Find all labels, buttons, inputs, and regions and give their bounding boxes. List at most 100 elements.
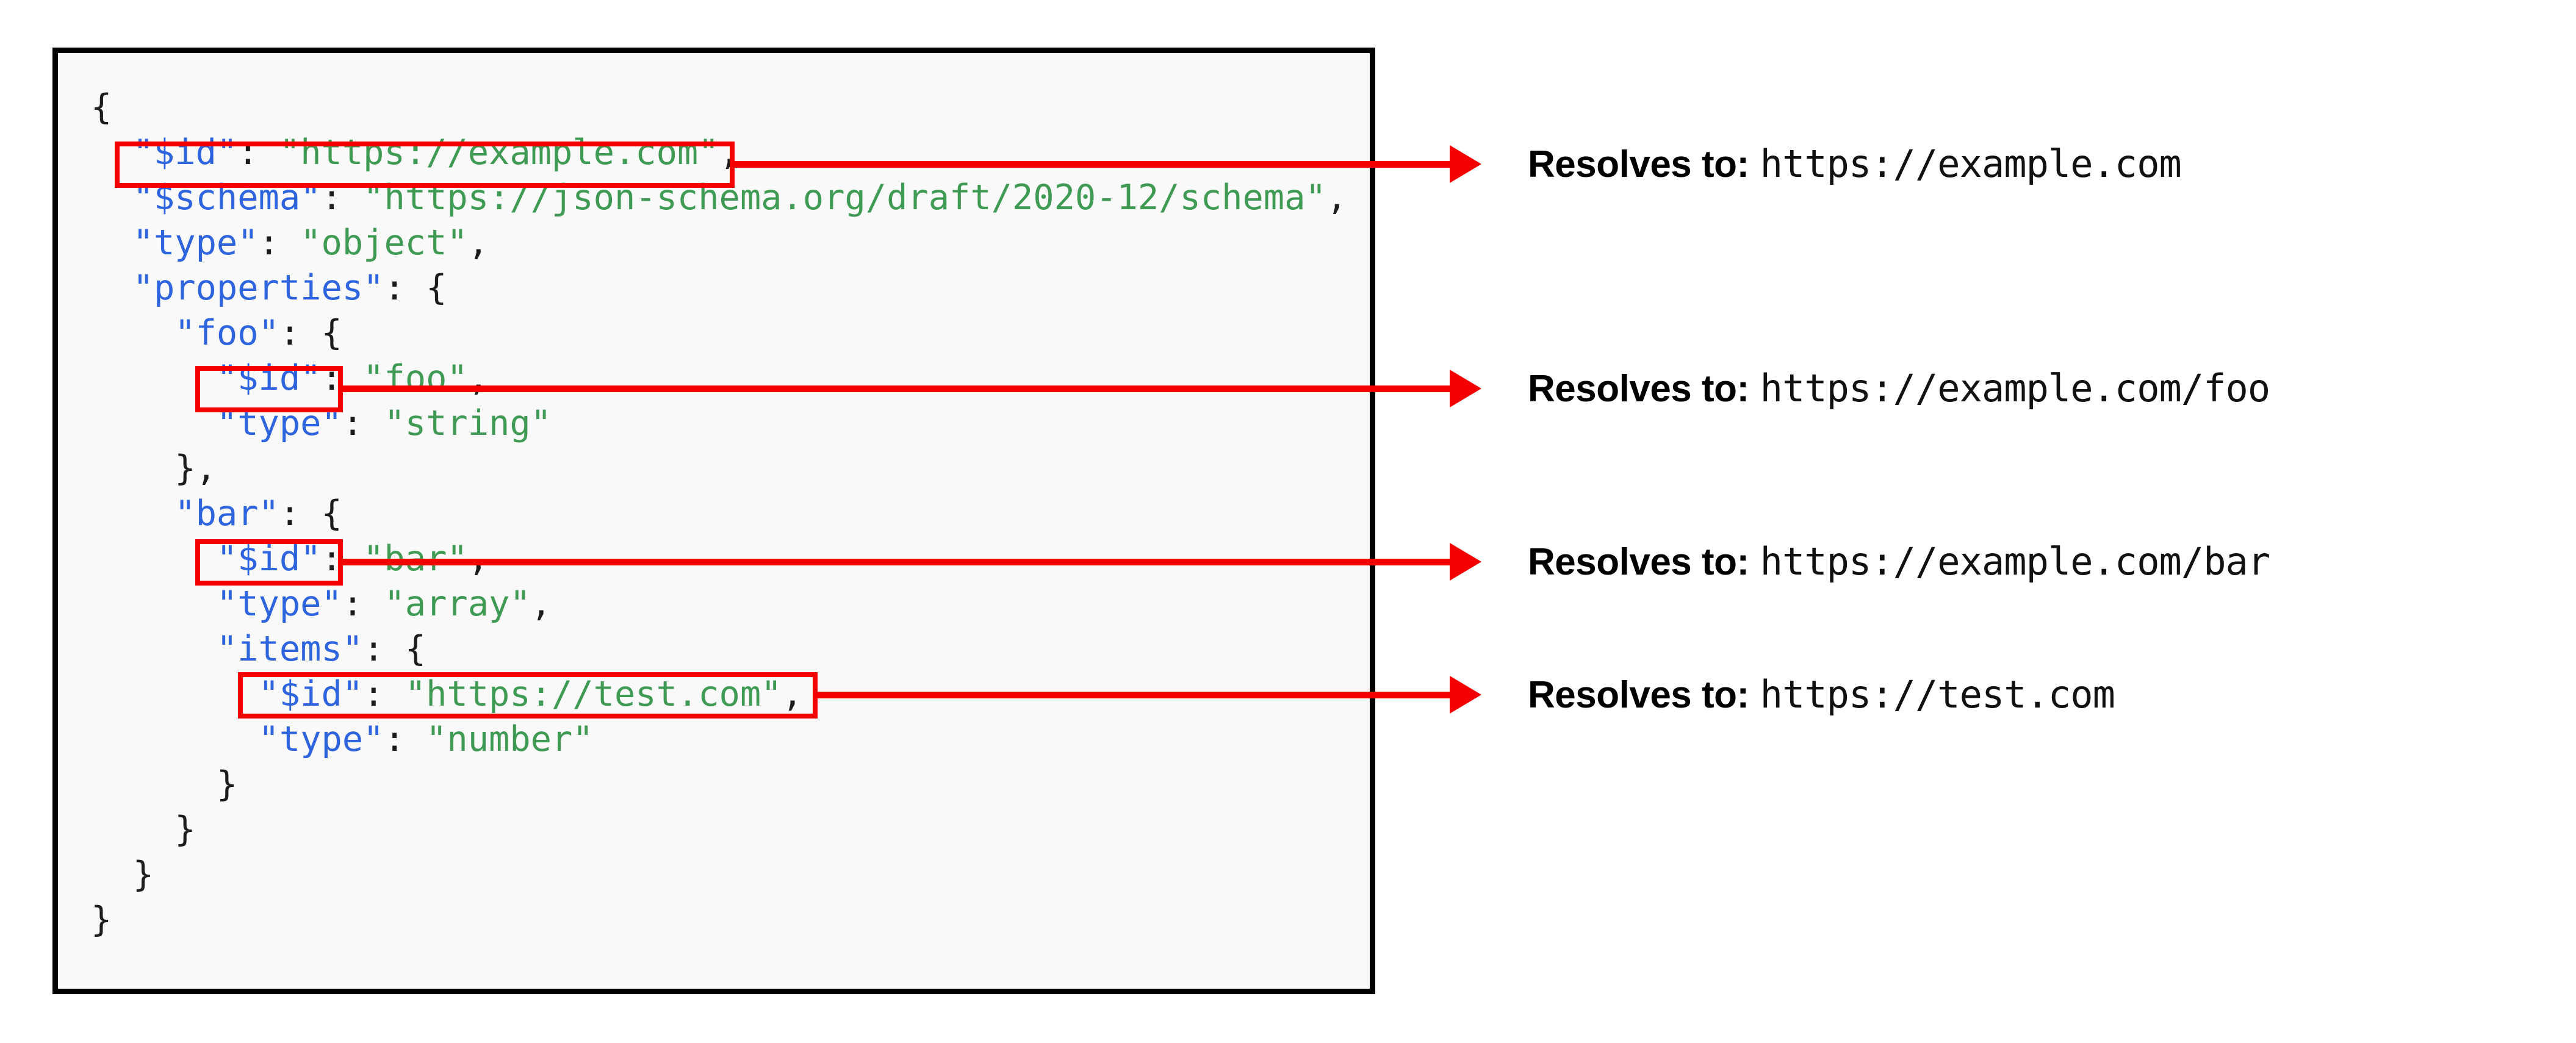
code-indent [91, 223, 133, 263]
code-indent [91, 764, 217, 805]
code-token-key: "foo" [174, 313, 279, 353]
resolve-row-3: Resolves to: https://example.com/bar [1528, 539, 2270, 584]
code-token-punct: : [363, 674, 405, 714]
code-line: "foo": { [91, 310, 1347, 356]
code-line: "$id": "foo", [91, 356, 1347, 401]
code-token-key: "items" [216, 629, 364, 669]
code-indent [91, 855, 133, 895]
arrow-head-3 [1450, 543, 1481, 581]
code-token-punct: : [237, 132, 279, 173]
code-indent [91, 584, 217, 624]
code-line: "type": "array", [91, 581, 1347, 626]
code-token-punct: : [342, 584, 384, 624]
code-line: "type": "object", [91, 220, 1347, 265]
code-indent [91, 674, 259, 714]
resolve-url-2: https://example.com/foo [1760, 366, 2271, 410]
code-token-str: "array" [384, 584, 531, 624]
arrow-head-2 [1450, 370, 1481, 407]
code-token-key: "$id" [258, 674, 364, 714]
code-token-punct: : [258, 223, 301, 263]
code-token-str: "https://test.com" [405, 674, 782, 714]
code-line: }, [91, 446, 1347, 491]
code-token-punct: : { [279, 313, 342, 353]
code-token-punct: : [342, 403, 384, 443]
code-token-punct: : { [279, 493, 342, 534]
code-token-key: "$id" [216, 539, 322, 579]
code-token-punct: , [782, 674, 803, 714]
code-line: } [91, 852, 1347, 897]
code-token-punct: : [321, 177, 364, 218]
code-indent [91, 809, 174, 850]
arrow-line-4 [813, 692, 1450, 698]
code-line: "type": "string" [91, 401, 1347, 446]
resolve-label-4: Resolves to: [1528, 674, 1749, 716]
code-line: } [91, 762, 1347, 807]
code-token-punct: , [1326, 177, 1348, 218]
code-token-punct: } [91, 900, 112, 940]
code-line: "items": { [91, 626, 1347, 672]
code-indent [91, 448, 174, 489]
code-token-str: "object" [300, 223, 468, 263]
code-token-punct: , [530, 584, 552, 624]
resolve-url-3: https://example.com/bar [1760, 539, 2271, 584]
arrow-head-1 [1450, 145, 1481, 183]
code-line: { [91, 85, 1347, 130]
json-code-panel: { "$id": "https://example.com", "$schema… [52, 48, 1375, 994]
code-token-punct: : { [363, 629, 426, 669]
code-token-key: "bar" [174, 493, 279, 534]
resolve-url-1: https://example.com [1760, 142, 2182, 186]
code-indent [91, 313, 174, 353]
code-token-str: "https://json-schema.org/draft/2020-12/s… [363, 177, 1326, 218]
code-indent [91, 629, 217, 669]
code-token-punct: }, [174, 448, 217, 489]
code-token-key: "$schema" [132, 177, 322, 218]
code-token-key: "type" [216, 403, 342, 443]
arrow-line-1 [730, 161, 1450, 168]
code-line: } [91, 807, 1347, 852]
code-token-str: "string" [384, 403, 552, 443]
resolve-row-2: Resolves to: https://example.com/foo [1528, 366, 2270, 410]
code-token-key: "$id" [132, 132, 238, 173]
code-line: "$schema": "https://json-schema.org/draf… [91, 175, 1347, 220]
code-token-str: "foo" [363, 358, 468, 398]
code-token-key: "properties" [132, 268, 384, 308]
code-token-punct: } [174, 809, 196, 850]
code-token-punct: : [321, 358, 364, 398]
code-indent [91, 268, 133, 308]
code-line: "type": "number" [91, 717, 1347, 762]
code-token-key: "type" [132, 223, 259, 263]
arrow-line-3 [338, 559, 1450, 565]
code-token-key: "type" [258, 719, 384, 759]
arrow-line-2 [338, 385, 1450, 392]
code-token-punct: , [467, 358, 489, 398]
code-indent [91, 493, 174, 534]
resolve-label-2: Resolves to: [1528, 368, 1749, 410]
code-token-str: "https://example.com" [279, 132, 719, 173]
resolve-label-1: Resolves to: [1528, 143, 1749, 185]
code-indent [91, 177, 133, 218]
code-token-key: "type" [216, 584, 342, 624]
code-indent [91, 719, 259, 759]
code-token-str: "number" [426, 719, 594, 759]
json-code-block: { "$id": "https://example.com", "$schema… [91, 85, 1347, 942]
code-indent [91, 132, 133, 173]
code-line: "properties": { [91, 265, 1347, 310]
code-token-punct: : [384, 719, 426, 759]
code-token-punct: } [216, 764, 238, 805]
code-token-key: "$id" [216, 358, 322, 398]
resolve-url-4: https://test.com [1760, 672, 2115, 717]
code-indent [91, 403, 217, 443]
code-indent [91, 358, 217, 398]
resolve-label-3: Resolves to: [1528, 541, 1749, 583]
code-token-punct: { [91, 87, 112, 127]
resolve-row-1: Resolves to: https://example.com [1528, 142, 2182, 186]
code-line: "$id": "https://test.com", [91, 672, 1347, 717]
code-line: } [91, 897, 1347, 942]
code-line: "$id": "https://example.com", [91, 130, 1347, 175]
code-indent [91, 539, 217, 579]
code-token-punct: } [132, 855, 154, 895]
resolve-row-4: Resolves to: https://test.com [1528, 672, 2115, 717]
arrow-head-4 [1450, 676, 1481, 714]
code-token-punct: : { [384, 268, 447, 308]
